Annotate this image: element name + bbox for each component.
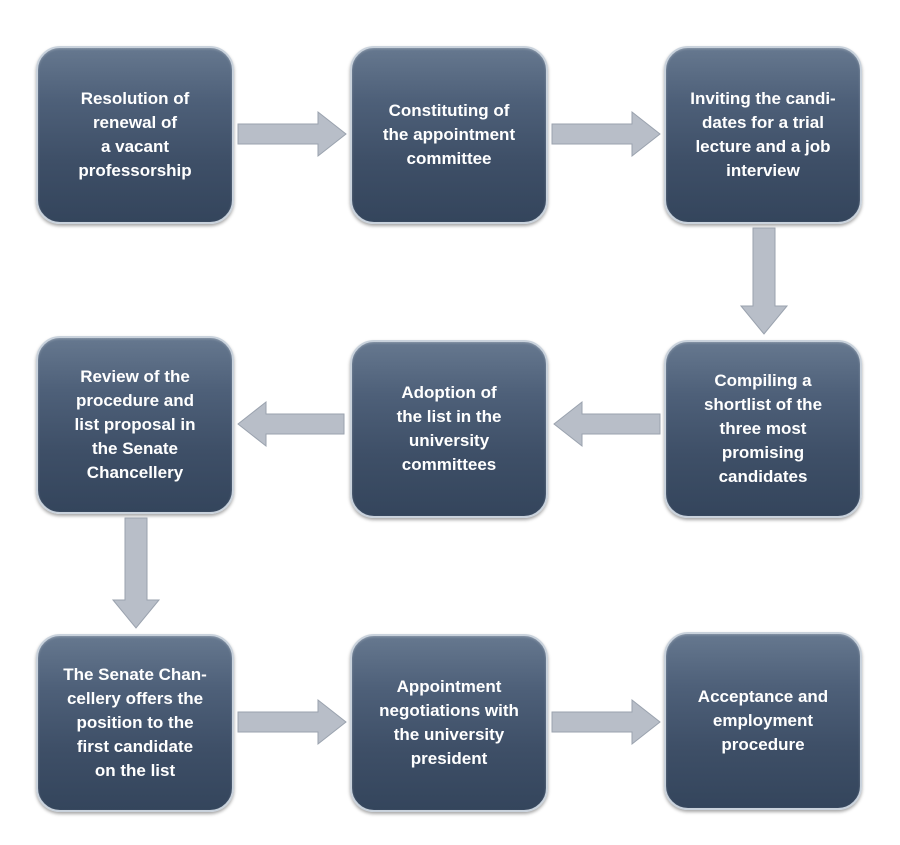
step-box-3: Inviting the candi- dates for a trial le… bbox=[664, 46, 862, 224]
step-box-5: Adoption of the list in the university c… bbox=[350, 340, 548, 518]
step-label: Resolution of renewal of a vacant profes… bbox=[78, 89, 192, 180]
left-arrow-icon bbox=[553, 400, 661, 448]
right-arrow-icon bbox=[551, 110, 661, 158]
step-label: Appointment negotiations with the univer… bbox=[379, 677, 519, 768]
step-label: Review of the procedure and list proposa… bbox=[74, 367, 196, 482]
step-label: The Senate Chan- cellery offers the posi… bbox=[63, 665, 207, 780]
step-box-2: Constituting of the appointment committe… bbox=[350, 46, 548, 224]
step-box-6: Review of the procedure and list proposa… bbox=[36, 336, 234, 514]
step-label: Compiling a shortlist of the three most … bbox=[703, 371, 823, 486]
step-box-7: The Senate Chan- cellery offers the posi… bbox=[36, 634, 234, 812]
down-arrow-icon bbox=[739, 227, 789, 335]
step-box-9: Acceptance and employment procedure bbox=[664, 632, 862, 810]
step-label: Adoption of the list in the university c… bbox=[396, 383, 502, 474]
step-label: Inviting the candi- dates for a trial le… bbox=[690, 89, 836, 180]
step-box-4: Compiling a shortlist of the three most … bbox=[664, 340, 862, 518]
step-box-1: Resolution of renewal of a vacant profes… bbox=[36, 46, 234, 224]
left-arrow-icon bbox=[237, 400, 345, 448]
step-label: Acceptance and employment procedure bbox=[697, 687, 829, 754]
right-arrow-icon bbox=[237, 110, 347, 158]
right-arrow-icon bbox=[237, 698, 347, 746]
down-arrow-icon bbox=[111, 517, 161, 629]
step-box-8: Appointment negotiations with the univer… bbox=[350, 634, 548, 812]
right-arrow-icon bbox=[551, 698, 661, 746]
step-label: Constituting of the appointment committe… bbox=[382, 101, 516, 168]
